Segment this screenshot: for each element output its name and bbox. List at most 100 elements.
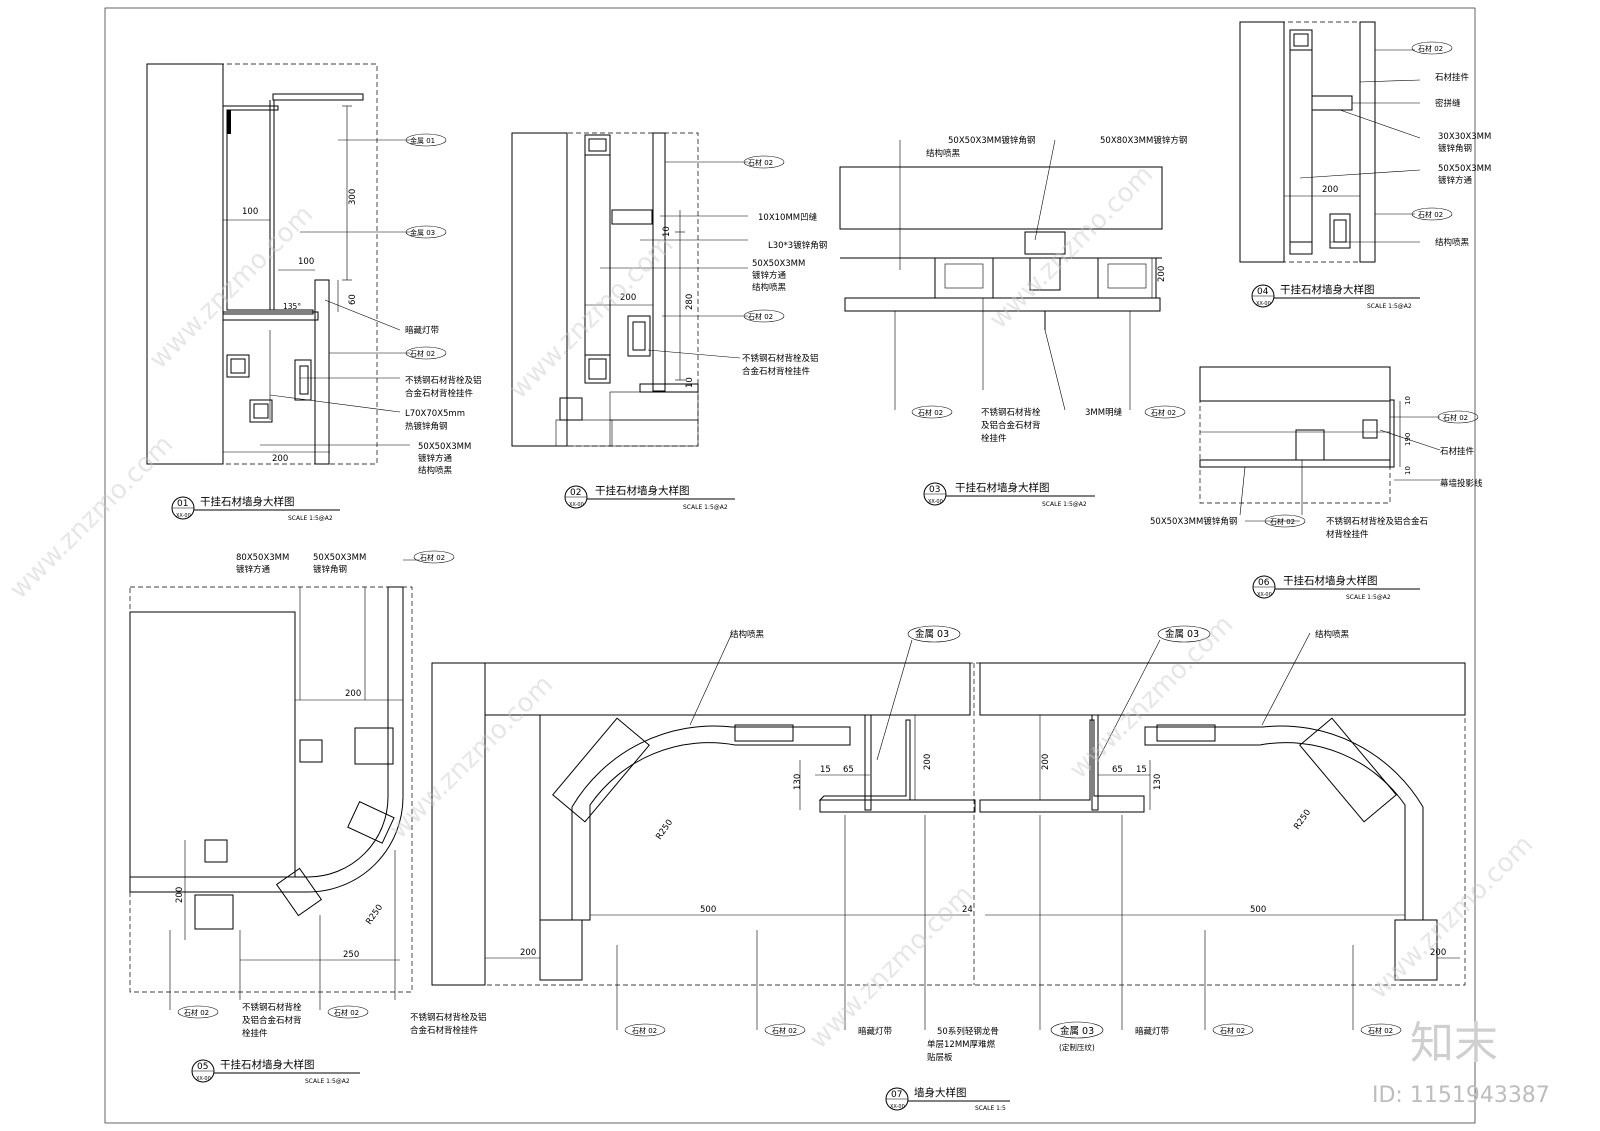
title-block-06: 06 XX-00 干挂石材墙身大样图 SCALE 1:5@A2 bbox=[1252, 574, 1420, 601]
d07-label-12: 暗藏灯带 bbox=[1135, 1026, 1170, 1037]
d01-dim-2: 300 bbox=[348, 189, 358, 205]
d05-label-5: 石材 02 bbox=[184, 1008, 209, 1017]
d03-label-8: 石材 02 bbox=[1151, 408, 1176, 417]
d04-label-8: 结构喷黑 bbox=[1435, 237, 1470, 248]
sheet-border bbox=[104, 7, 1476, 1124]
d05-label-1: 镀锌方通 bbox=[236, 564, 271, 575]
d02-dim-1: 200 bbox=[620, 293, 636, 303]
d05-label-9: 石材 02 bbox=[334, 1008, 359, 1017]
d04-label-3: 30X30X3MM bbox=[1438, 132, 1491, 142]
d07-dim-3: 15 bbox=[820, 765, 831, 775]
d07-label-1: 金属 03 bbox=[915, 628, 949, 640]
brand-id-label: ID: 1151943387 bbox=[1372, 1083, 1550, 1108]
d05-label-0: 80X50X3MM bbox=[236, 553, 289, 563]
title-04-num: 04 bbox=[1257, 287, 1269, 297]
d07-dim-2: 500 bbox=[700, 905, 716, 915]
title-05-num: 05 bbox=[197, 1062, 208, 1072]
d05-label-10: 不锈钢石材背栓及铝 bbox=[410, 1012, 487, 1023]
d03-label-0: 50X50X3MM镀锌角钢 bbox=[948, 135, 1035, 146]
d04-label-1: 石材挂件 bbox=[1435, 72, 1470, 83]
watermark-5: www.znzmo.com bbox=[384, 670, 559, 845]
watermark-3: www.znzmo.com bbox=[984, 160, 1159, 335]
title-block-05: 05 XX-00 干挂石材墙身大样图 SCALE 1:5@A2 bbox=[191, 1058, 360, 1085]
d01-label-1: 金属 03 bbox=[410, 228, 435, 237]
d04-label-4: 镀锌角钢 bbox=[1438, 143, 1472, 154]
d04-label-7: 石材 02 bbox=[1418, 210, 1443, 219]
brand-logo-text: 知末 bbox=[1410, 1018, 1498, 1069]
detail-03-texts: 50X50X3MM镀锌角钢 结构喷黑 50X80X3MM镀锌方钢 石材 02 不… bbox=[918, 135, 1187, 444]
d06-label-1: 石材挂件 bbox=[1440, 446, 1475, 457]
d01-dim-1: 100 bbox=[298, 257, 314, 267]
title-07-ref: XX-00 bbox=[890, 1104, 905, 1110]
d05-label-3: 镀锌角钢 bbox=[313, 564, 347, 575]
d02-label-6: 石材 02 bbox=[748, 312, 773, 321]
d01-label-10: 结构喷黑 bbox=[418, 465, 453, 476]
d05-label-4: 石材 02 bbox=[420, 553, 445, 562]
d01-label-3: 石材 02 bbox=[410, 349, 435, 358]
d01-label-7: 热镀锌角钢 bbox=[405, 421, 448, 432]
d03-dim-0: 200 bbox=[1157, 266, 1167, 282]
title-02-text: 干挂石材墙身大样图 bbox=[595, 484, 690, 497]
d01-label-2: 暗藏灯带 bbox=[405, 325, 440, 336]
title-01-ref: XX-00 bbox=[176, 513, 191, 519]
d02-label-8: 合金石材背栓挂件 bbox=[742, 366, 811, 377]
title-03-num: 03 bbox=[929, 485, 940, 495]
d05-label-2: 50X50X3MM bbox=[313, 553, 366, 563]
d06-dim-1: 190 bbox=[1404, 433, 1412, 446]
d07-dim-13: 200 bbox=[1430, 948, 1446, 958]
title-05-ref: XX-00 bbox=[196, 1076, 211, 1082]
d07-label-5: 石材 02 bbox=[772, 1026, 797, 1035]
detail-02-texts: 石材 02 10X10MM凹缝 L30*3镀锌角钢 50X50X3MM 镀锌方通… bbox=[620, 158, 827, 388]
d01-label-5: 合金石材背栓挂件 bbox=[405, 388, 474, 399]
d01-dim-4: 135° bbox=[283, 302, 301, 311]
title-06-text: 干挂石材墙身大样图 bbox=[1283, 574, 1378, 587]
title-07-scale: SCALE 1:5 bbox=[975, 1105, 1006, 1112]
title-02-scale: SCALE 1:5@A2 bbox=[683, 504, 728, 511]
d07-label-0: 结构喷黑 bbox=[730, 629, 765, 640]
d05-label-11: 合金石材背栓挂件 bbox=[410, 1025, 479, 1036]
d06-label-3: 50X50X3MM镀锌角钢 bbox=[1150, 516, 1237, 527]
d07-dim-10: 130 bbox=[1153, 774, 1163, 790]
d07-dim-0: 200 bbox=[520, 948, 536, 958]
d07-dim-4: 65 bbox=[843, 765, 854, 775]
d01-label-0: 金属 01 bbox=[410, 136, 435, 145]
d03-label-3: 石材 02 bbox=[918, 408, 943, 417]
detail-05 bbox=[129, 550, 455, 1019]
d07-label-9: 贴层板 bbox=[927, 1052, 953, 1063]
d03-label-7: 3MM明缝 bbox=[1085, 407, 1123, 418]
d03-label-6: 栓挂件 bbox=[981, 433, 1007, 444]
title-01-text: 干挂石材墙身大样图 bbox=[200, 495, 295, 508]
title-03-ref: XX-00 bbox=[928, 499, 943, 505]
d02-label-1: 10X10MM凹缝 bbox=[758, 212, 818, 223]
d02-label-4: 镀锌方通 bbox=[752, 270, 787, 281]
title-04-scale: SCALE 1:5@A2 bbox=[1367, 303, 1412, 310]
detail-01-texts: 金属 01 金属 03 暗藏灯带 石材 02 不锈钢石材背栓及铝 合金石材背栓挂… bbox=[242, 136, 482, 476]
d01-label-6: L70X70X5mm bbox=[405, 409, 465, 419]
title-06-scale: SCALE 1:5@A2 bbox=[1346, 594, 1391, 601]
d06-label-4: 石材 02 bbox=[1270, 517, 1295, 526]
title-07-text: 墙身大样图 bbox=[914, 1086, 967, 1099]
d01-dim-5: 200 bbox=[272, 454, 288, 464]
d07-dim-7: 200 bbox=[1041, 754, 1051, 770]
d04-label-5: 50X50X3MM bbox=[1438, 164, 1491, 174]
d06-label-5: 不锈钢石材背栓及铝合金石 bbox=[1326, 516, 1428, 527]
title-02-ref: XX-00 bbox=[569, 502, 584, 508]
title-04-ref: XX-00 bbox=[1256, 301, 1271, 307]
d05-dim-1: 200 bbox=[175, 887, 185, 903]
d05-dim-2: R250 bbox=[364, 903, 385, 927]
d07-dim-12: 500 bbox=[1250, 905, 1266, 915]
title-03-scale: SCALE 1:5@A2 bbox=[1042, 501, 1087, 508]
d06-dim-2: 10 bbox=[1404, 466, 1412, 475]
title-01-scale: SCALE 1:5@A2 bbox=[288, 515, 333, 522]
d07-label-6: 暗藏灯带 bbox=[858, 1026, 893, 1037]
d02-label-0: 石材 02 bbox=[748, 158, 773, 167]
d01-dim-3: 60 bbox=[348, 294, 358, 305]
brand-corner: 知末 ID: 1151943387 bbox=[1372, 1018, 1550, 1108]
d07-label-11: (定制压纹) bbox=[1059, 1042, 1095, 1052]
d03-label-4: 不锈钢石材背栓 bbox=[981, 407, 1041, 418]
d01-label-4: 不锈钢石材背栓及铝 bbox=[405, 375, 482, 386]
d02-dim-3: 10 bbox=[685, 377, 695, 388]
d07-label-13: 石材 02 bbox=[1220, 1026, 1245, 1035]
d06-dim-0: 10 bbox=[1404, 396, 1412, 405]
watermark-4: www.znzmo.com bbox=[4, 430, 179, 605]
